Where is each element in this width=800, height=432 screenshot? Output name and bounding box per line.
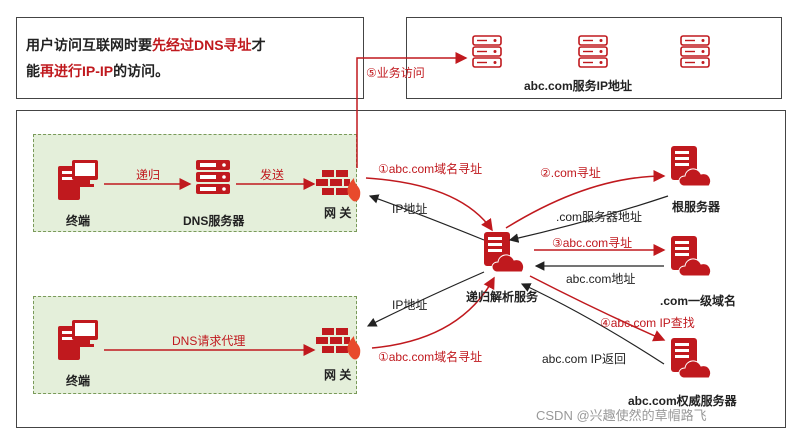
intro-seg3: 才 xyxy=(251,37,266,53)
auth-server-label: abc.com权威服务器 xyxy=(628,394,737,408)
resolver-label: 递归解析服务 xyxy=(466,290,539,304)
gateway-label-bottom: 网 关 xyxy=(324,368,352,382)
label-ip-top: IP地址 xyxy=(392,202,428,216)
firewall-icon-top xyxy=(316,170,361,202)
label-step2: ②.com寻址 xyxy=(540,166,601,180)
bottom-green-area xyxy=(33,296,357,394)
server-icon-1 xyxy=(472,35,502,68)
tld-server-icon xyxy=(670,235,712,277)
arrow-step5 xyxy=(356,52,468,168)
arrow-step4 xyxy=(529,275,666,342)
intro-text: 用户访问互联网时要先经过DNS寻址才 能再进行IP-IP的访问。 xyxy=(26,32,266,84)
label-step1-bottom: ①abc.com域名寻址 xyxy=(378,350,483,364)
terminal-icon-bottom xyxy=(58,320,98,360)
intro-seg1: 用户访问互联网时要 xyxy=(26,37,152,53)
arrow-step1-top xyxy=(365,177,493,232)
label-step4: ④abc.com IP查找 xyxy=(600,316,695,330)
arrow-abc-ip-return xyxy=(520,283,665,365)
label-abc-ip-return: abc.com IP返回 xyxy=(542,352,627,366)
intro-seg2: 先经过DNS寻址 xyxy=(152,37,252,53)
server-icon-2 xyxy=(578,35,608,68)
label-dns-proxy: DNS请求代理 xyxy=(172,334,246,348)
label-abc-addr: abc.com地址 xyxy=(566,272,636,286)
server-icon-3 xyxy=(680,35,710,68)
arrow-com-addr xyxy=(508,195,669,243)
label-step1-top: ①abc.com域名寻址 xyxy=(378,162,483,176)
label-send: 发送 xyxy=(260,168,285,182)
terminal-label-top: 终端 xyxy=(66,214,91,228)
auth-server-icon xyxy=(670,337,712,379)
dns-server-icon xyxy=(196,160,230,194)
terminal-icon-top xyxy=(58,160,98,200)
watermark: CSDN @兴趣使然的草帽路飞 xyxy=(536,408,707,423)
servers-box-label: abc.com服务IP地址 xyxy=(524,79,633,93)
label-step5: ⑤业务访问 xyxy=(366,66,425,80)
firewall-icon-bottom xyxy=(316,328,361,360)
arrow-ip-bottom xyxy=(366,271,485,327)
tld-server-label: .com一级域名 xyxy=(660,294,737,308)
label-step3: ③abc.com寻址 xyxy=(552,236,633,250)
intro-seg5: 再进行IP-IP xyxy=(40,63,114,79)
label-ip-bottom: IP地址 xyxy=(392,298,428,312)
root-server-label: 根服务器 xyxy=(672,200,721,214)
label-com-addr: .com服务器地址 xyxy=(556,210,643,224)
arrow-step1-bottom xyxy=(371,276,495,349)
terminal-label-bottom: 终端 xyxy=(66,374,91,388)
intro-seg4: 能 xyxy=(26,63,40,79)
arrow-ip-top xyxy=(368,194,485,241)
label-recursion: 递归 xyxy=(136,168,161,182)
root-server-icon xyxy=(670,145,712,187)
intro-box xyxy=(16,17,364,99)
dns-server-label: DNS服务器 xyxy=(183,214,245,228)
gateway-label-top: 网 关 xyxy=(324,206,352,220)
arrow-step2 xyxy=(505,170,666,229)
intro-seg6: 的访问。 xyxy=(113,63,170,79)
